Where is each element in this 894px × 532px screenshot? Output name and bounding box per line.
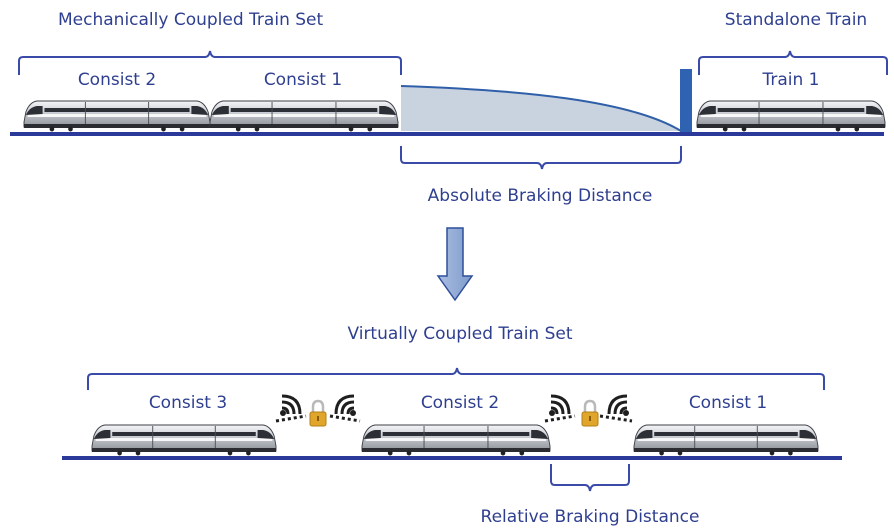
top-track [10,132,884,136]
virtually-coupled-title: Virtually Coupled Train Set [347,324,573,344]
braking-distance-curve [401,86,681,131]
mechanically-coupled-title: Mechanically Coupled Train Set [58,10,324,30]
standalone-title: Standalone Train [724,10,868,30]
wireless-signal-icon [278,394,302,418]
relative-braking-label: Relative Braking Distance [480,507,700,527]
top-consist-2-train-icon [23,100,211,132]
wireless-signal-icon [547,394,571,418]
bottom-consist-2-label: Consist 2 [420,393,500,413]
down-arrow-icon [436,227,474,302]
bottom-consist-1-train-icon [633,424,819,456]
top-consist-1-train-icon [209,100,399,132]
train-1-label: Train 1 [762,70,820,90]
padlock-icon [308,399,328,428]
wireless-signal-icon [334,394,358,418]
top-consist-2-label: Consist 2 [77,70,157,90]
bottom-consist-3-train-icon [91,424,277,456]
bottom-consist-3-label: Consist 3 [148,393,228,413]
signal-block [680,69,692,132]
absolute-braking-label: Absolute Braking Distance [427,186,653,206]
mechanically-coupled-bracket [18,50,402,75]
bottom-consist-1-label: Consist 1 [688,393,768,413]
virtually-coupled-bracket [87,367,825,390]
padlock-icon [580,399,600,428]
bottom-consist-2-train-icon [361,424,551,456]
bottom-track [62,456,842,460]
wireless-signal-icon [607,394,631,418]
train-1-train-icon [696,100,886,132]
standalone-bracket [698,50,888,75]
relative-braking-bracket [550,464,630,492]
top-consist-1-label: Consist 1 [263,70,343,90]
absolute-braking-bracket [400,146,682,170]
